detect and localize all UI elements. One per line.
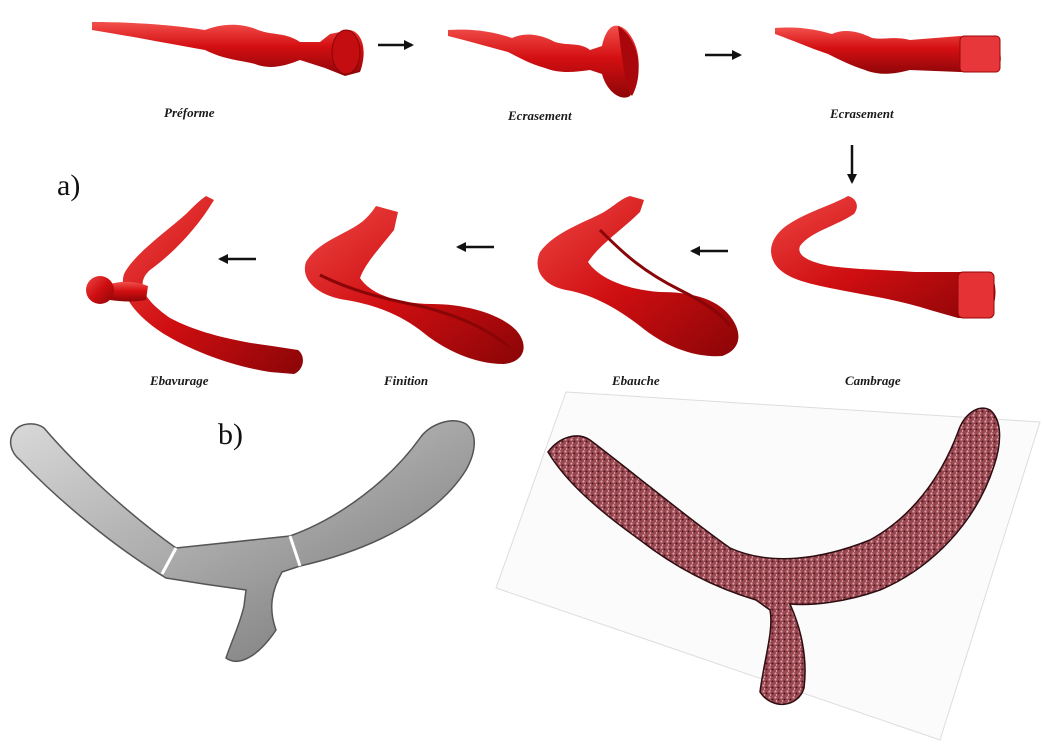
ebavurage-arm-short bbox=[110, 282, 148, 302]
caption-ecrasement-2: Ecrasement bbox=[829, 106, 894, 121]
ecrasement-1-part-shape bbox=[448, 26, 639, 98]
caption-ecrasement-1: Ecrasement bbox=[507, 108, 572, 123]
panel-a: a) Préforme Ecrasement Ecrasement bbox=[57, 22, 1001, 388]
step-cambrage: Cambrage bbox=[771, 196, 995, 388]
step-ecrasement-1: Ecrasement bbox=[448, 26, 639, 123]
cambrage-end-face bbox=[958, 272, 994, 318]
ecrasement-2-flat-end bbox=[960, 36, 1000, 72]
ebavurage-arm-long bbox=[123, 196, 303, 374]
panel-label-a: a) bbox=[57, 169, 80, 202]
step-ebauche: Ebauche bbox=[538, 196, 739, 388]
caption-finition: Finition bbox=[383, 373, 428, 388]
caption-cambrage: Cambrage bbox=[845, 373, 901, 388]
preforme-end-face bbox=[332, 30, 360, 74]
preforme-part-shape bbox=[92, 22, 364, 76]
finition-part-shape bbox=[305, 206, 524, 364]
caption-preforme: Préforme bbox=[164, 105, 215, 120]
panel-label-b: b) bbox=[218, 418, 243, 451]
panel-c: c) bbox=[496, 392, 1040, 740]
ebauche-part-shape bbox=[538, 196, 739, 356]
step-finition: Finition bbox=[305, 206, 524, 388]
caption-ebavurage: Ebavurage bbox=[149, 373, 209, 388]
ebavurage-knob bbox=[86, 276, 114, 304]
caption-ebauche: Ebauche bbox=[611, 373, 660, 388]
step-ecrasement-2: Ecrasement bbox=[775, 27, 1001, 121]
grey-part-shape bbox=[11, 421, 475, 661]
step-ebavurage: Ebavurage bbox=[86, 196, 303, 388]
panel-b: b) bbox=[11, 418, 475, 661]
step-preforme: Préforme bbox=[92, 22, 364, 120]
